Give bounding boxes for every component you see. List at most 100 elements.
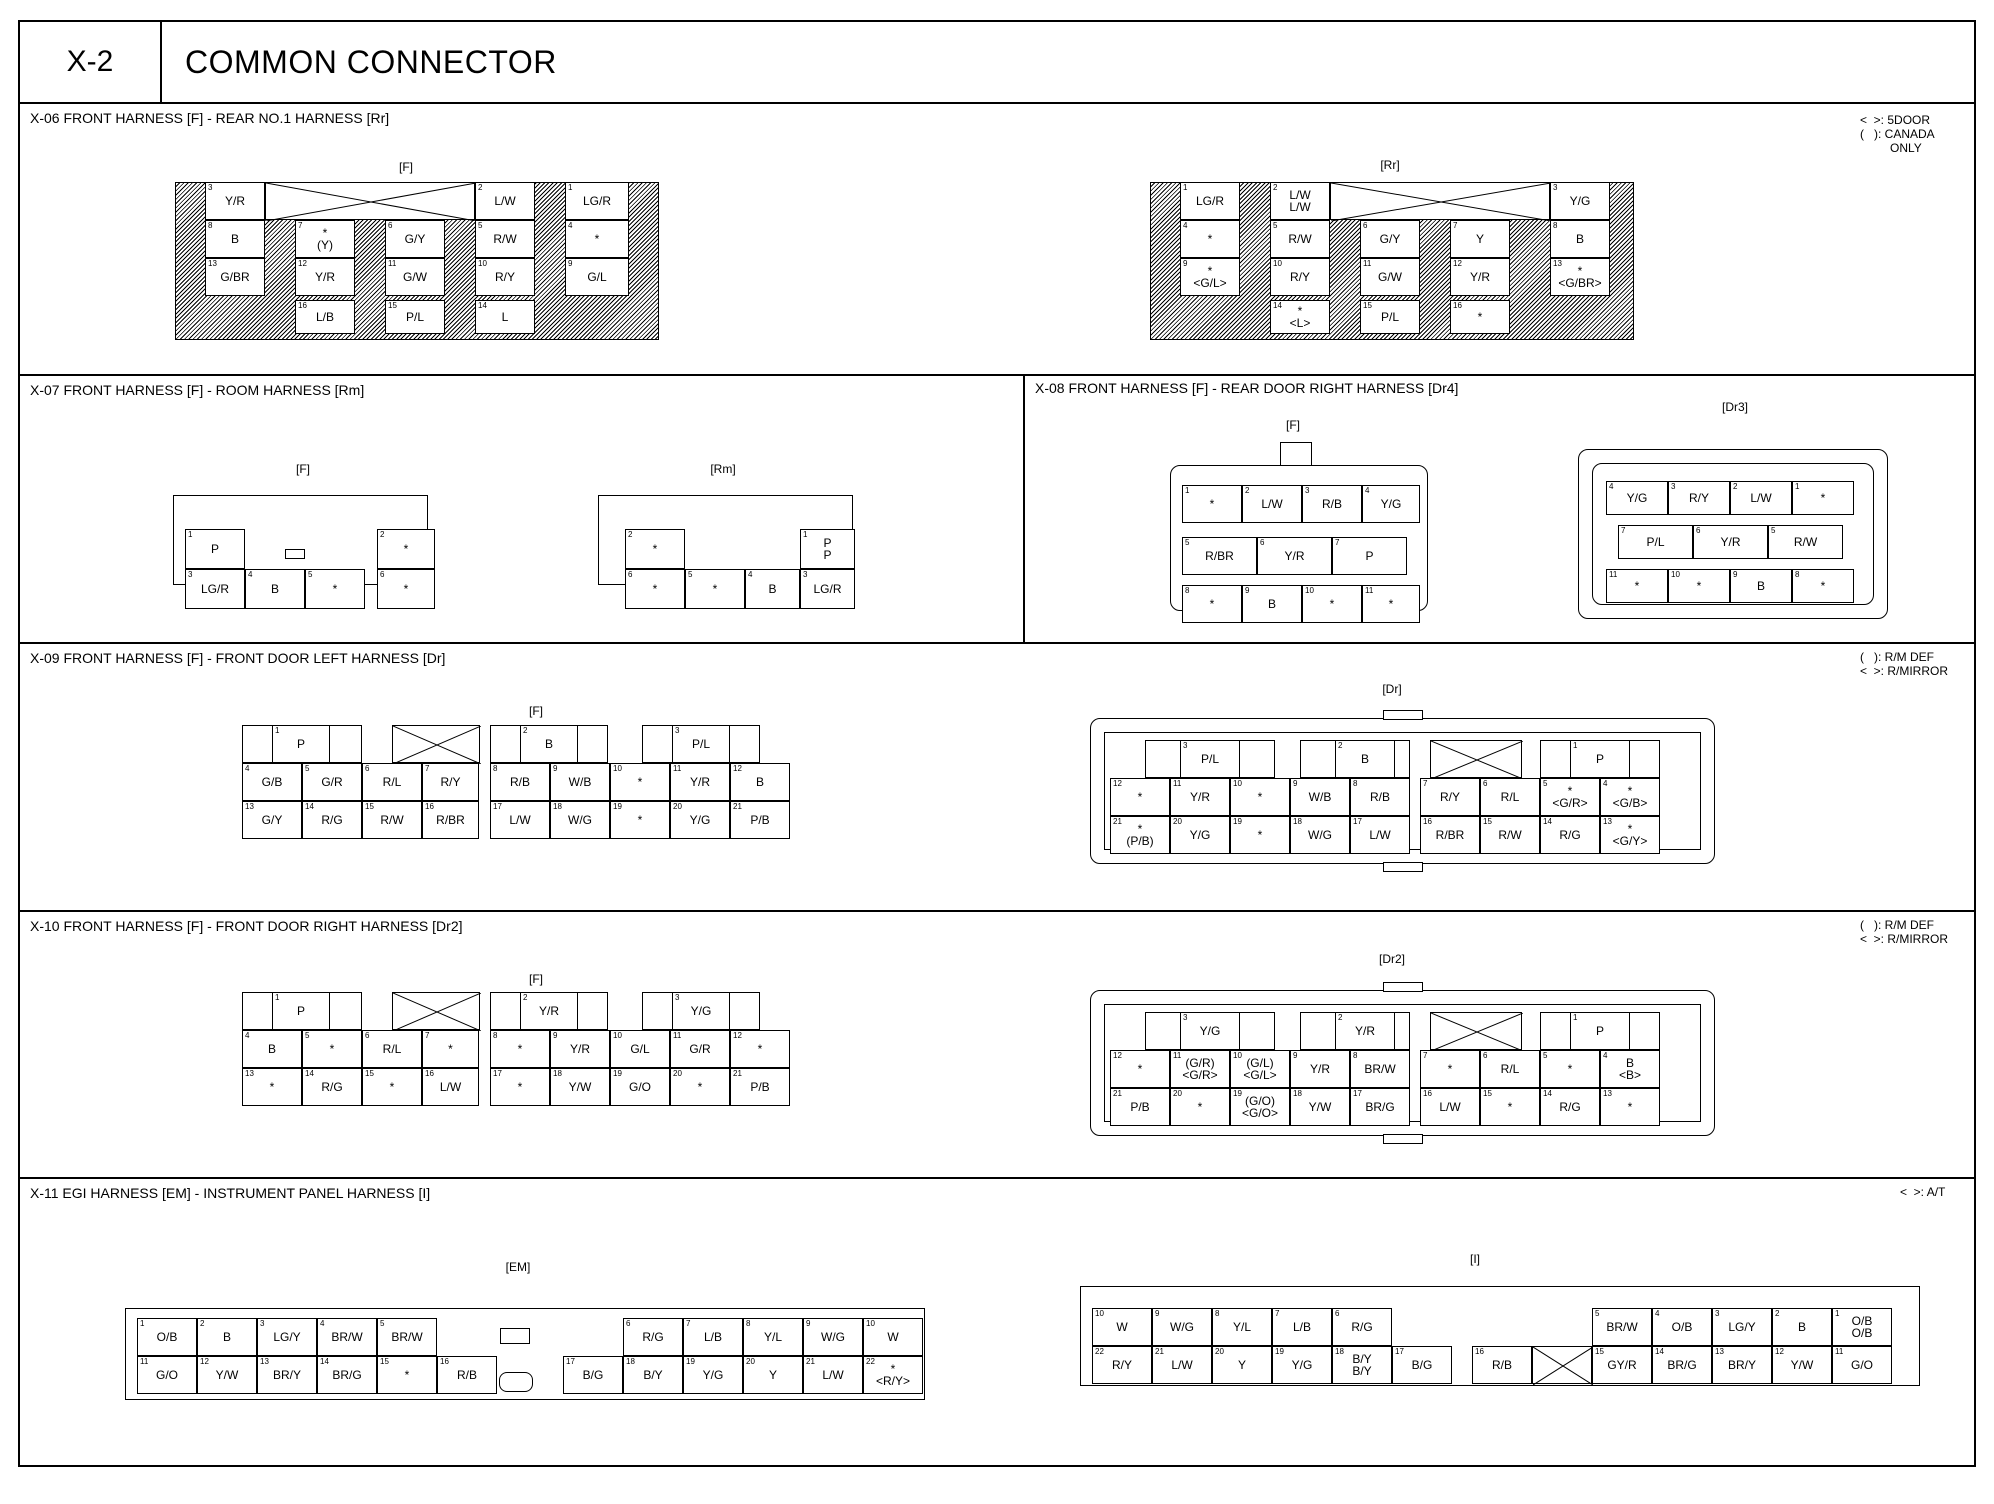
- terminal-cell: 12*: [1110, 1050, 1170, 1088]
- wire-color: Y: [1475, 232, 1484, 246]
- terminal-cell: 1*: [1182, 485, 1242, 523]
- pin-number: 12: [733, 764, 742, 773]
- wire-color: Y/R: [689, 775, 710, 789]
- wire-color: R/W: [1498, 828, 1522, 842]
- wire-color: (G/R) <G/R>: [1182, 1056, 1218, 1082]
- pin-number: 18: [1293, 1089, 1302, 1098]
- terminal-cell: 19*: [610, 801, 670, 839]
- pin-number: 16: [1475, 1347, 1484, 1356]
- pin-number: 13: [1553, 259, 1562, 268]
- pin-number: 12: [733, 1031, 742, 1040]
- legend-note-x10: ( ): R/M DEF < >: R/MIRROR: [1860, 918, 1949, 946]
- terminal-cell: 10(G/L) <G/L>: [1230, 1050, 1290, 1088]
- wire-color: L/W: [1439, 1100, 1461, 1114]
- wire-color: (G/O) <G/O>: [1241, 1094, 1279, 1120]
- wire-color: W/G: [1170, 1320, 1194, 1334]
- section-title-x11: X-11 EGI HARNESS [EM] - INSTRUMENT PANEL…: [30, 1185, 431, 1201]
- connector-label: [Dr2]: [1378, 952, 1406, 966]
- pin-number: 22: [866, 1357, 875, 1366]
- pin-number: 1: [188, 530, 193, 539]
- pin-number: 5: [305, 1031, 310, 1040]
- pin-number: 16: [1453, 301, 1462, 310]
- wire-color: R/G: [321, 1080, 343, 1094]
- latch: [1383, 982, 1423, 992]
- pin-number: 11: [673, 764, 682, 773]
- pin-number: 1: [1835, 1309, 1840, 1318]
- pin-number: 2: [478, 183, 483, 192]
- pin-number: 7: [1453, 221, 1458, 230]
- pin-number: 20: [1173, 817, 1182, 826]
- pin-number: 18: [1335, 1347, 1344, 1356]
- terminal-cell: 2*: [625, 529, 685, 569]
- pin-number: 18: [553, 802, 562, 811]
- pin-number: 11: [1609, 570, 1618, 579]
- wire-color: W: [887, 1330, 899, 1344]
- pin-number: 14: [478, 301, 487, 310]
- blank-position: [392, 725, 481, 764]
- pin-number: 16: [298, 301, 307, 310]
- pin-number: 3: [675, 726, 680, 735]
- pin-number: 5: [1543, 779, 1548, 788]
- pin-number: 8: [208, 221, 213, 230]
- pin-number: 3: [1715, 1309, 1720, 1318]
- wire-color: G/BR: [220, 270, 250, 284]
- pin-number: 1: [275, 726, 280, 735]
- connector-label: [F]: [296, 462, 310, 476]
- pin-number: 7: [686, 1319, 691, 1328]
- pin-number: 16: [425, 802, 434, 811]
- wire-color: R/L: [382, 1042, 402, 1056]
- terminal-cell: 7*: [422, 1030, 479, 1068]
- wire-color: B: [1797, 1320, 1806, 1334]
- pin-number: 17: [493, 1069, 502, 1078]
- wire-color: * <G/Y>: [1612, 822, 1648, 848]
- pin-number: 8: [1353, 779, 1358, 788]
- pin-number: 6: [1483, 1051, 1488, 1060]
- terminal-cell: 13*: [242, 1068, 302, 1106]
- divider: [20, 102, 1974, 104]
- wire-color: Y/L: [1232, 1320, 1251, 1334]
- pin-number: 21: [733, 802, 742, 811]
- wire-color: *: [448, 1042, 453, 1056]
- wire-color: Y/L: [763, 1330, 782, 1344]
- wire-color: *: [403, 542, 409, 556]
- pin-number: 11: [140, 1357, 149, 1366]
- wire-color: P: [1595, 752, 1604, 766]
- pin-number: 3: [260, 1319, 265, 1328]
- pin-number: 16: [1423, 817, 1432, 826]
- section-title-x08: X-08 FRONT HARNESS [F] - REAR DOOR RIGHT…: [1035, 380, 1459, 396]
- latch: [499, 1372, 533, 1392]
- pin-number: 5: [308, 570, 313, 579]
- pin-number: 6: [388, 221, 393, 230]
- divider: [20, 642, 1974, 644]
- pin-number: 5: [1185, 538, 1190, 547]
- pin-number: 13: [1715, 1347, 1724, 1356]
- page-code: X-2: [20, 22, 162, 102]
- wire-color: R/Y: [1688, 491, 1709, 505]
- wire-color: R/W: [380, 813, 404, 827]
- pin-number: 13: [1603, 1089, 1612, 1098]
- pin-number: 6: [1363, 221, 1368, 230]
- terminal-cell: 19(G/O) <G/O>: [1230, 1088, 1290, 1126]
